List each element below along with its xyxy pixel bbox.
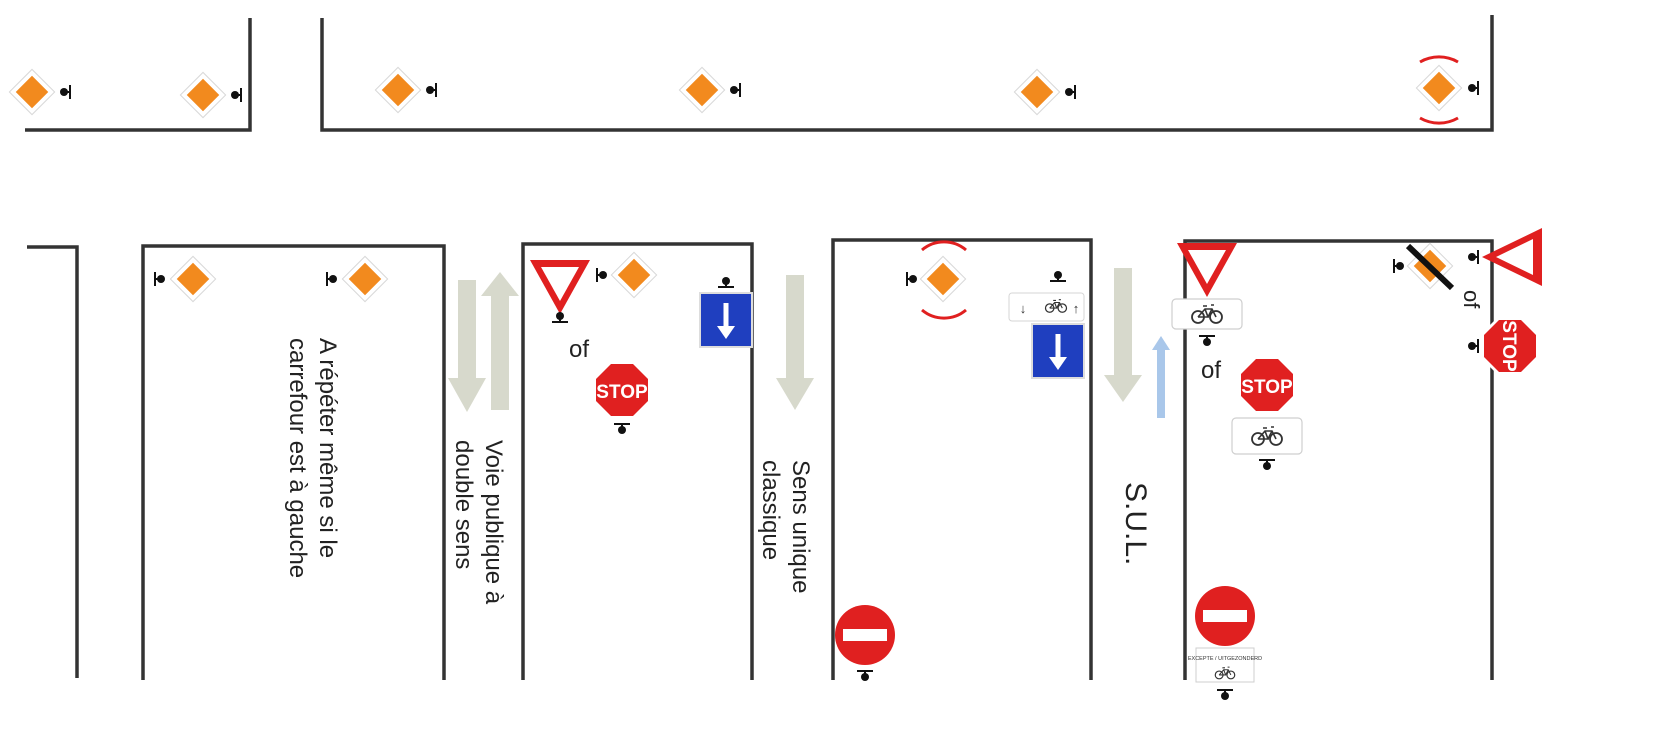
priority-road-sign-icon bbox=[596, 251, 658, 299]
or-label: of bbox=[569, 336, 590, 363]
two-way-note-line-2: double sens bbox=[450, 440, 477, 570]
priority-road-sign-icon bbox=[154, 255, 217, 303]
priority-road-sign-icon bbox=[374, 66, 437, 114]
direction-arrow-up-icon bbox=[481, 272, 519, 410]
svg-text:↓: ↓ bbox=[1020, 301, 1027, 316]
block-2-signs: STOP bbox=[530, 251, 752, 435]
yield-sign-icon bbox=[1467, 228, 1542, 286]
road-edge bbox=[27, 245, 79, 678]
no-entry-sign-icon bbox=[835, 605, 895, 682]
block-1-signs bbox=[154, 255, 389, 303]
two-way-note: Voie publique à double sens bbox=[448, 440, 508, 604]
no-entry-except-bikes-sign-icon: EXCEPTE / UITGEZONDERD bbox=[1188, 586, 1262, 701]
road-edge bbox=[1183, 239, 1494, 680]
direction-arrow-down-icon bbox=[448, 280, 486, 412]
stop-sign-text: STOP bbox=[1241, 377, 1293, 398]
bike-contraflow-arrow-icon bbox=[1152, 336, 1170, 418]
road-edge bbox=[141, 244, 446, 680]
repeat-note-line-2: carrefour est à gauche bbox=[284, 338, 311, 579]
road-edge bbox=[831, 238, 1093, 680]
priority-road-sign-icon bbox=[179, 71, 242, 119]
bicycle-plate-icon bbox=[1171, 298, 1243, 347]
block-3-signs: ↓ ↑ bbox=[835, 240, 1084, 682]
priority-road-sign-icon bbox=[1013, 68, 1076, 116]
road-edge bbox=[320, 15, 1494, 132]
yield-sign-icon bbox=[530, 260, 590, 323]
stop-sign-icon: STOP bbox=[593, 361, 651, 435]
end-priority-road-sign-icon bbox=[1393, 242, 1455, 291]
stop-sign-icon: STOP bbox=[1231, 356, 1303, 471]
direction-arrow-down-icon bbox=[1104, 268, 1142, 402]
two-way-note-line-1: Voie publique à bbox=[480, 440, 507, 605]
one-way-note-line-2: classique bbox=[757, 460, 784, 561]
one-way-note: Sens unique classique bbox=[755, 460, 815, 593]
or-label: of bbox=[1201, 357, 1222, 384]
stop-sign-text: STOP bbox=[1498, 320, 1519, 372]
sul-label: S.U.L. bbox=[1118, 482, 1152, 565]
two-way-arrows bbox=[448, 272, 519, 412]
direction-arrow-down-icon bbox=[776, 275, 814, 410]
stop-sign-icon: STOP bbox=[1467, 317, 1539, 375]
one-way-sign-icon bbox=[700, 276, 752, 347]
repeat-note: A répéter même si le carrefour est à gau… bbox=[282, 338, 342, 578]
one-way-note-line-1: Sens unique bbox=[787, 460, 814, 594]
priority-road-sign-icon bbox=[8, 68, 71, 116]
priority-road-sign-icon bbox=[678, 66, 741, 114]
repeat-note-line-1: A répéter même si le bbox=[314, 338, 341, 559]
top-priority-signs bbox=[8, 55, 1479, 125]
block-4-signs: STOP STOP EXCEPTE / UITGEZONDERD bbox=[1171, 228, 1542, 701]
or-label: of bbox=[1459, 290, 1484, 309]
road-edges bbox=[25, 15, 1494, 680]
road-edge bbox=[521, 242, 754, 680]
svg-text:↑: ↑ bbox=[1073, 301, 1080, 316]
one-way-bike-exception-sign-icon: ↓ ↑ bbox=[1008, 270, 1084, 378]
bike-exception-text: EXCEPTE / UITGEZONDERD bbox=[1188, 656, 1262, 662]
priority-road-sign-icon bbox=[326, 255, 389, 303]
stop-sign-text: STOP bbox=[596, 382, 648, 403]
road-edge bbox=[25, 18, 252, 132]
priority-road-sign-highlighted-icon bbox=[1415, 55, 1479, 125]
priority-road-sign-highlighted-icon bbox=[906, 240, 967, 320]
sul-label-text: S.U.L. bbox=[1119, 482, 1152, 566]
